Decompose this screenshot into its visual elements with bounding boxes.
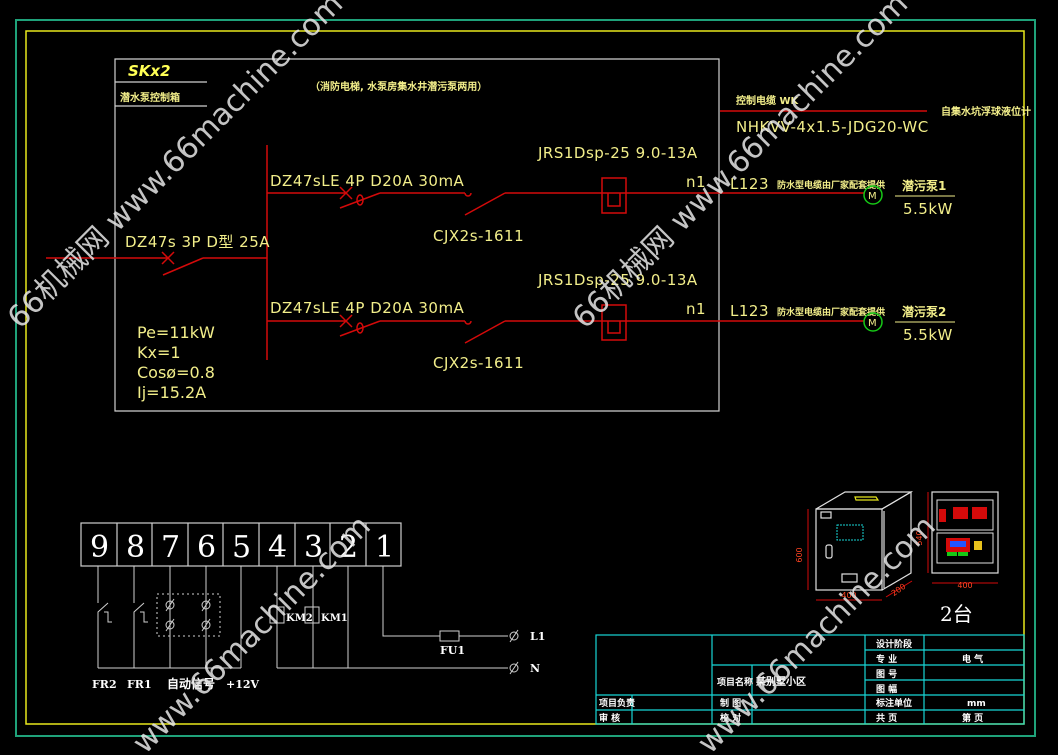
tb-check-label: 校 对 [720,712,741,724]
terminal-block: 9 8 7 6 5 4 3 2 1 [80,522,545,691]
load-2-power: 5.5kW [903,326,953,344]
panel-height-dim: 540 [915,530,924,545]
tb-project-name: 某别墅小区 [756,675,806,688]
control-cable-label: 控制电缆 WK [736,94,800,107]
terminal-9: 9 [90,530,109,565]
terminal-5: 5 [232,530,251,565]
tb-review-label: 审 核 [599,712,620,724]
terminal-8: 8 [126,530,145,565]
terminal-4: 4 [268,530,287,565]
watermark-4: www.66machine.com [691,509,943,755]
main-feeder [46,145,268,360]
circuit-1-cable-note: 防水型电缆由厂家配套提供 [777,179,885,191]
control-cable: 控制电缆 WK NHKVV-4x1.5-JDG20-WC 自集水坑浮球液位计 [720,94,1031,136]
label-12v: +12V [226,678,260,691]
main-breaker-label: DZ47s 3P D型 25A [125,233,270,251]
coil-km1: KM1 [321,613,348,624]
tb-unit-label: 标注单位 [875,697,912,709]
tb-project-name-label: 项目名称 [717,676,753,688]
circuit-2-id: n1 [686,300,706,318]
coil-km2: KM2 [286,613,313,624]
terminal-7: 7 [161,530,180,565]
terminal-3: 3 [304,530,323,565]
param-cos: Cosø=0.8 [137,363,215,382]
box-name: 潜水泵控制箱 [120,91,180,104]
motor-2-icon [863,312,883,332]
param-pe: Pe=11kW [137,323,215,342]
terminal-6: 6 [197,530,216,565]
tb-sheet-size-label: 图 幅 [876,683,897,695]
circuit-1-relay: JRS1Dsp-25 9.0-13A [537,144,698,162]
fuse-label: FU1 [440,644,465,657]
motor-1-icon [863,185,883,205]
tb-design-stage-label: 设计阶段 [876,638,913,650]
load-2-name: 潜污泵2 [902,304,946,319]
inner-border [25,30,1025,725]
label-fr2: FR2 [92,678,117,691]
circuit-1-id: n1 [686,173,706,191]
supply-l1: L1 [530,630,545,643]
outer-border [15,19,1036,737]
box-code: SKx2 [128,62,171,80]
circuit-2-cable-note: 防水型电缆由厂家配套提供 [777,306,885,318]
load-params: Pe=11kW Kx=1 Cosø=0.8 Ij=15.2A [137,323,215,402]
contact-symbols [165,598,519,675]
motor-2-symbol: M [868,318,877,329]
tb-page-label: 第 页 [962,712,983,724]
circuit-2-contactor: CJX2s-1611 [433,354,524,372]
supply-n: N [530,662,540,675]
cabinet-height-dim: 600 [795,547,804,562]
terminal-1: 1 [375,530,394,565]
control-cable-spec: NHKVV-4x1.5-JDG20-WC [736,118,929,136]
cabinet-isometric: 600 400 200 [795,490,914,601]
tb-unit-value: mm [967,699,986,709]
circuit-1-rcd: DZ47sLE 4P D20A 30mA [270,172,465,190]
circuit-1-phase: L123 [730,175,769,193]
tb-specialty-label: 专 业 [876,653,897,665]
watermark-2: 66机械网 www.66machine.com [566,0,915,336]
param-kx: Kx=1 [137,343,181,362]
circuit-2-rcd: DZ47sLE 4P D20A 30mA [270,299,465,317]
tb-project-lead-label: 项目负责 [599,697,635,709]
circuit-1: DZ47sLE 4P D20A 30mA CJX2s-1611 JRS1Dsp-… [267,144,955,245]
cabinet-width-dim: 400 [841,591,856,600]
circuit-2: DZ47sLE 4P D20A 30mA CJX2s-1611 JRS1Dsp-… [267,271,955,372]
tb-drawing-label: 制 图 [720,697,741,709]
circuit-1-contactor: CJX2s-1611 [433,227,524,245]
param-ij: Ij=15.2A [137,383,206,402]
circuit-2-phase: L123 [730,302,769,320]
motor-1-symbol: M [868,191,877,202]
cabinet-quantity: 2台 [940,602,973,626]
panel-width-dim: 400 [957,581,972,590]
title-block: 项目名称 某别墅小区 项目负责 审 核 制 图 校 对 设计阶段 专 业 电 气… [595,634,1025,725]
watermark-1: 66机械网 www.66machine.com [1,0,350,336]
tb-drawing-no-label: 图 号 [876,669,897,680]
label-fr1: FR1 [127,678,152,691]
tb-specialty-value: 电 气 [962,653,983,665]
control-box: SKx2 潜水泵控制箱 （消防电梯, 水泵房集水井潜污泵两用） [114,58,720,412]
control-cable-note: 自集水坑浮球液位计 [941,105,1031,118]
terminal-2: 2 [339,530,358,565]
label-auto-signal: 自动信号 [167,676,215,691]
load-1-power: 5.5kW [903,200,953,218]
box-note: （消防电梯, 水泵房集水井潜污泵两用） [310,80,487,93]
cabinet-panel: 540 400 [915,491,999,590]
circuit-2-relay: JRS1Dsp-25 9.0-13A [537,271,698,289]
load-1-name: 潜污泵1 [902,178,946,193]
tb-total-pages-label: 共 页 [876,712,897,724]
